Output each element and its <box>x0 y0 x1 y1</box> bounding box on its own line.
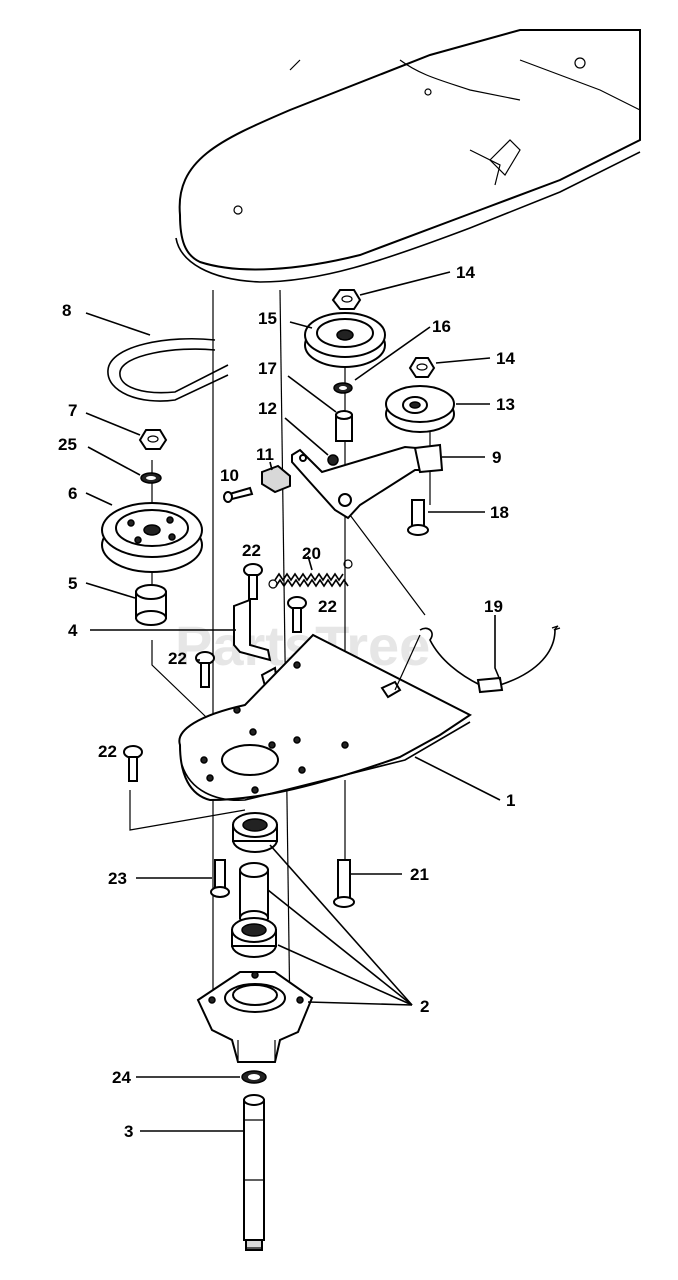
callout-1: 1 <box>506 791 515 810</box>
hex-nut-upper <box>331 289 362 310</box>
screw-10 <box>223 486 254 503</box>
callout-11: 11 <box>256 445 274 464</box>
idler-arm <box>291 443 444 520</box>
callout-19: 19 <box>484 597 503 616</box>
bolt-22-top <box>243 563 263 600</box>
washer-upper <box>333 382 353 394</box>
callout-3: 3 <box>124 1122 133 1141</box>
bolt-22-left <box>123 745 143 782</box>
bolt-22-middle <box>195 651 215 688</box>
callout-22-top: 22 <box>242 541 261 560</box>
nut-12 <box>327 454 339 466</box>
callout-17: 17 <box>258 359 277 378</box>
callout-24: 24 <box>112 1068 131 1087</box>
callout-16: 16 <box>432 317 451 336</box>
belt <box>107 337 229 402</box>
cable <box>394 625 561 694</box>
callout-25: 25 <box>58 435 77 454</box>
bolt-23 <box>210 859 230 898</box>
idler-pulley-upper <box>304 312 386 368</box>
callout-labels: 8 7 25 6 5 4 22 22 23 24 3 14 15 16 14 1… <box>58 263 515 1141</box>
idler-pulley-right <box>385 385 455 433</box>
spacer-5 <box>135 584 167 626</box>
hex-nut-right <box>408 357 436 378</box>
callout-21: 21 <box>410 865 429 884</box>
callout-14-upper: 14 <box>456 263 475 282</box>
bolt-22-right <box>287 596 307 633</box>
callout-2: 2 <box>420 997 429 1016</box>
callout-4: 4 <box>68 621 78 640</box>
drive-pulley <box>101 502 203 573</box>
sleeve <box>239 862 269 926</box>
callout-5: 5 <box>68 574 77 593</box>
callout-7: 7 <box>68 401 77 420</box>
block-11 <box>261 464 291 494</box>
callout-12: 12 <box>258 399 277 418</box>
spring <box>268 559 353 589</box>
washer-24 <box>241 1070 267 1084</box>
callout-14-lower: 14 <box>496 349 515 368</box>
callout-22-left: 22 <box>98 742 117 761</box>
callout-20: 20 <box>302 544 321 563</box>
callout-23: 23 <box>108 869 127 888</box>
spindle-shaft <box>243 1094 265 1251</box>
callout-18: 18 <box>490 503 509 522</box>
callout-13: 13 <box>496 395 515 414</box>
callout-10: 10 <box>220 466 239 485</box>
spacer <box>335 410 353 442</box>
bearing-lower <box>231 917 277 958</box>
callout-6: 6 <box>68 484 77 503</box>
callout-15: 15 <box>258 309 277 328</box>
callout-9: 9 <box>492 448 501 467</box>
leader-lines <box>85 271 501 1132</box>
bolt-18 <box>407 499 429 536</box>
bolt-21 <box>333 859 355 908</box>
callout-22-right: 22 <box>318 597 337 616</box>
washer-left <box>140 472 162 484</box>
callout-22-middle: 22 <box>168 649 187 668</box>
bearing-upper <box>232 812 278 853</box>
mower-deck-housing <box>175 29 641 283</box>
callout-8: 8 <box>62 301 71 320</box>
hex-nut-left <box>138 429 168 450</box>
mounting-plate <box>178 633 472 802</box>
spindle-housing <box>196 971 314 1063</box>
